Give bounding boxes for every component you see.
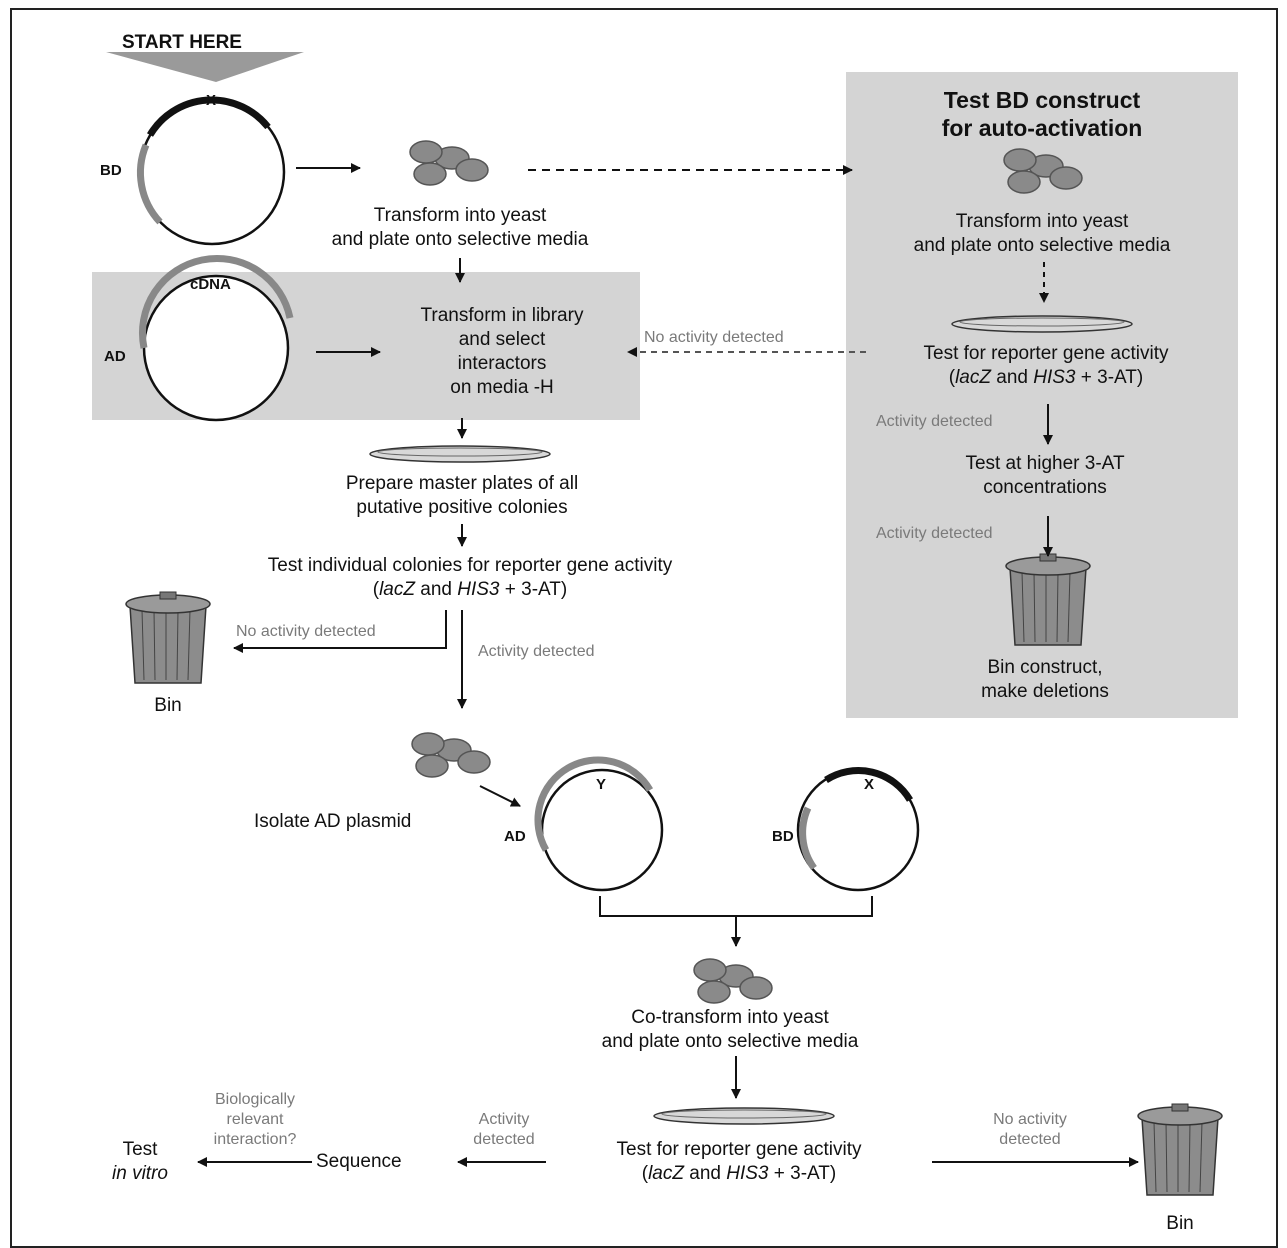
bin-icon xyxy=(125,591,211,684)
plate-icon xyxy=(653,1107,835,1125)
step-isolate: Isolate AD plasmid xyxy=(254,811,412,832)
auto-bin: Bin construct,make deletions xyxy=(981,657,1109,702)
plasmid-bd-top xyxy=(136,96,286,246)
plasmid-ad-library xyxy=(138,255,294,422)
start-arrow xyxy=(106,52,304,82)
step-reporter: Test for reporter gene activity (lacZ an… xyxy=(616,1139,862,1184)
plate-icon xyxy=(951,315,1133,333)
domain-label: AD xyxy=(104,348,126,365)
bin-label: Bin xyxy=(1166,1213,1194,1234)
auto-reporter: Test for reporter gene activity (lacZ an… xyxy=(923,343,1169,388)
arrow-label: No activity detected xyxy=(644,329,784,346)
insert-label: Y xyxy=(596,776,607,793)
start-label: START HERE xyxy=(122,32,242,53)
yeast-icon xyxy=(693,958,773,1004)
plate-icon xyxy=(369,445,551,463)
bin-label: Bin xyxy=(154,695,182,716)
arrow-label: Activity detected xyxy=(876,413,993,430)
bin-icon xyxy=(1137,1103,1223,1196)
arrow-label: Activity detected xyxy=(876,525,993,542)
insert-label: X xyxy=(864,776,875,793)
arrow-label: Activity detected xyxy=(478,643,595,660)
arrow-label: No activity detected xyxy=(236,623,376,640)
flow-arrows xyxy=(197,163,1139,1167)
step-sequence: Sequence xyxy=(316,1151,402,1172)
domain-label: BD xyxy=(100,162,122,179)
insert-label: cDNA xyxy=(190,276,231,293)
yeast-icon xyxy=(411,732,491,778)
plasmid-ad-bottom xyxy=(534,756,664,892)
step-test-colonies: Test individual colonies for reporter ge… xyxy=(267,555,673,600)
bin-icon xyxy=(1005,553,1091,646)
domain-label: AD xyxy=(504,828,526,845)
insert-label: X xyxy=(206,92,217,109)
yeast-icon xyxy=(409,140,489,186)
domain-label: BD xyxy=(772,828,794,845)
plasmid-bd-bottom xyxy=(796,767,920,892)
